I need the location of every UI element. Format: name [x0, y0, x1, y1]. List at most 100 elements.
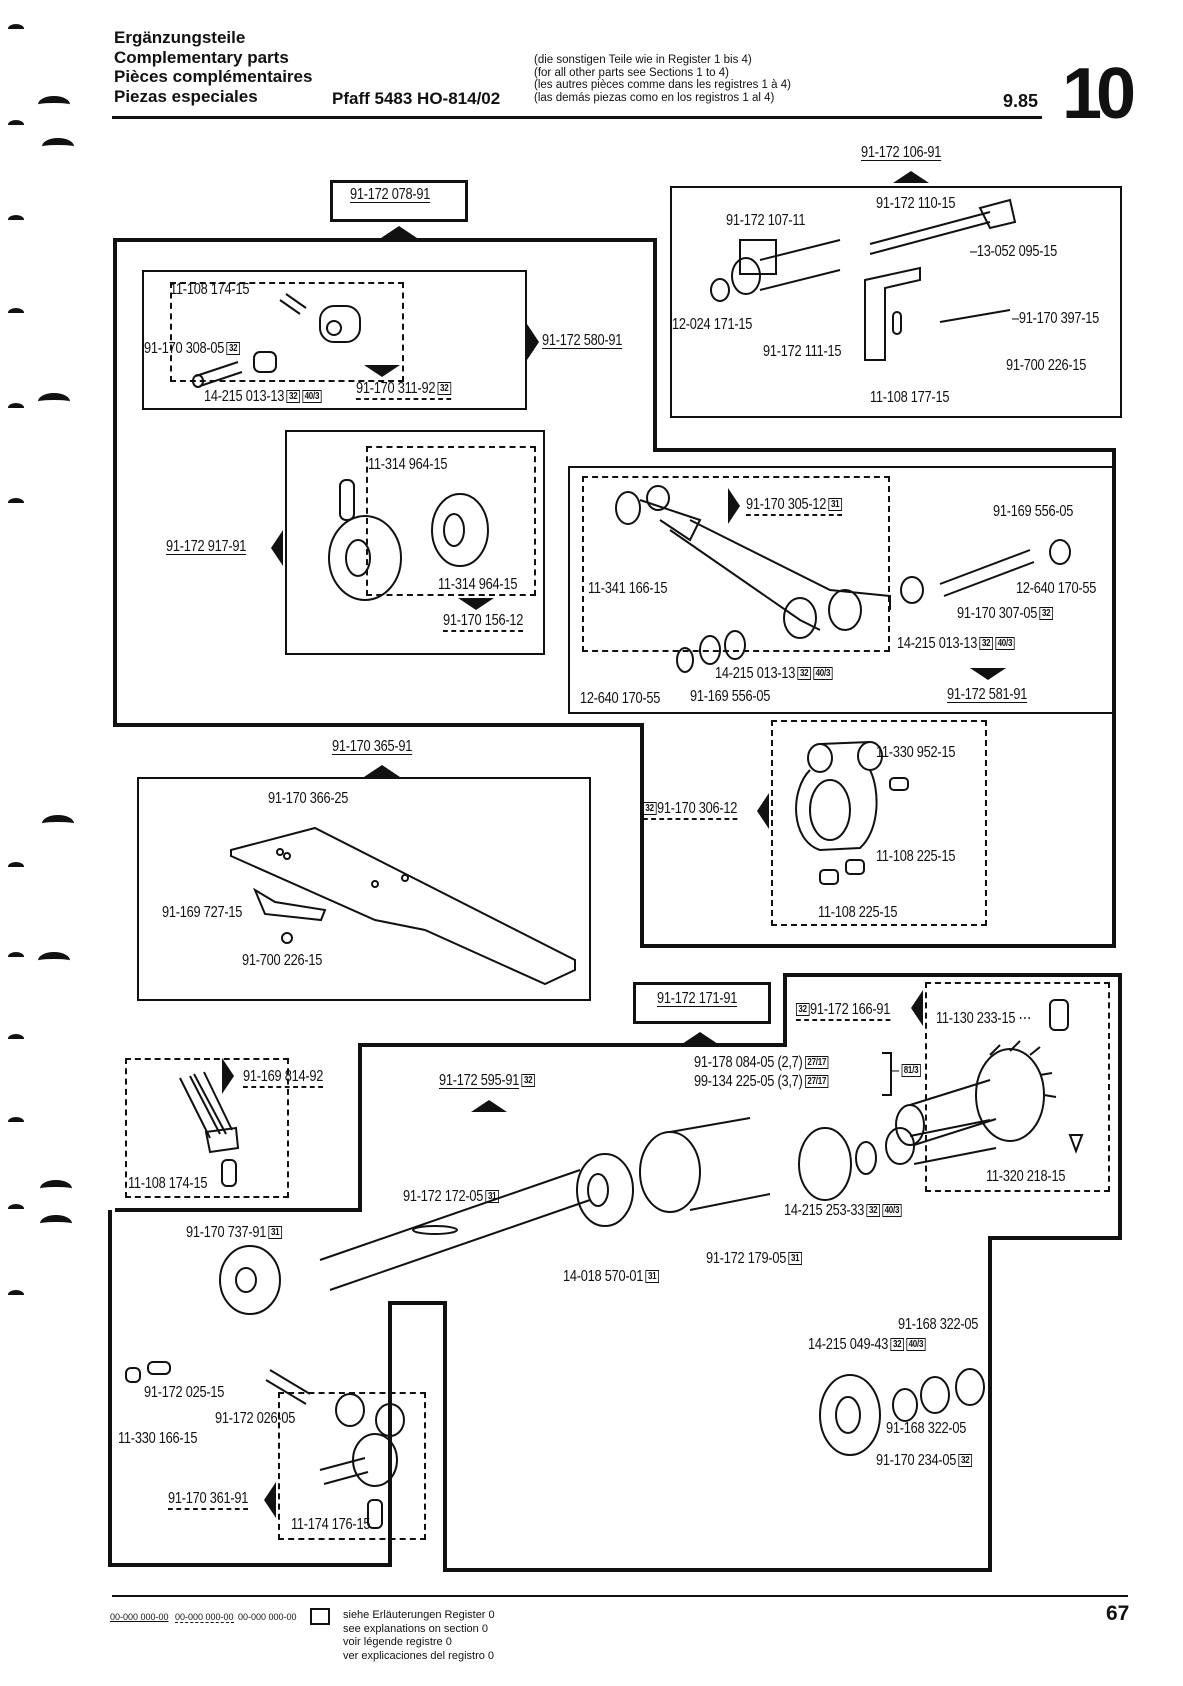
part-label[interactable]: –81/3 — [892, 1062, 921, 1080]
part-label[interactable]: 91-172 026-05 — [215, 1410, 296, 1427]
assembly-number[interactable]: 91-172 106-91 — [861, 144, 942, 161]
pointer-up-icon — [893, 171, 929, 183]
pointer-down-icon — [970, 668, 1006, 680]
assembly-number[interactable]: 91-170 365-91 — [332, 738, 413, 755]
part-label[interactable]: 11-174 176-15 — [291, 1516, 371, 1533]
note-fr: (les autres pièces comme dans les regist… — [534, 79, 791, 91]
register-badge: 32 — [437, 382, 451, 396]
assembly-number[interactable]: 91-170 156-12 — [443, 612, 523, 632]
note-de: (die sonstigen Teile wie in Register 1 b… — [534, 54, 752, 66]
register-badge: 40/3 — [302, 390, 322, 404]
binder-hole-mark — [8, 24, 24, 33]
register-badge: 40/3 — [995, 637, 1015, 651]
part-label[interactable]: 91-172 107-11 — [726, 212, 806, 229]
pointer-right-icon — [728, 488, 740, 524]
binder-hole-mark — [38, 952, 70, 969]
part-label[interactable]: 12-640 170-55 — [1016, 580, 1097, 597]
issue-date: 9.85 — [1003, 91, 1039, 111]
assembly-number[interactable]: 91-170 361-91 — [168, 1490, 248, 1510]
pointer-up-icon — [471, 1100, 507, 1112]
part-number: 14-018 570-01 — [563, 1268, 644, 1285]
part-label[interactable]: 11-108 174-15 — [128, 1175, 208, 1192]
footer-explanation: siehe Erläuterungen Register 0 see expla… — [343, 1609, 495, 1663]
part-label[interactable]: 11-320 218-15 — [986, 1168, 1066, 1185]
part-label[interactable]: –13-052 095-15 — [970, 243, 1058, 260]
part-label[interactable]: 12-640 170-55 — [580, 690, 661, 707]
binder-hole-mark — [8, 862, 24, 871]
binder-hole-mark — [8, 215, 24, 224]
subassembly-box — [670, 186, 1122, 418]
part-label[interactable]: 91-172 025-15 — [144, 1384, 225, 1401]
assembly-number[interactable]: 91-172 581-91 — [947, 686, 1028, 703]
register-badge: 81/3 — [901, 1064, 921, 1078]
part-label[interactable]: 11-108 225-15 — [876, 848, 956, 865]
assembly-number[interactable]: 91-172 078-91 — [350, 186, 431, 203]
binder-hole-mark — [8, 1290, 24, 1299]
register-badge: 31 — [485, 1190, 499, 1204]
kit-outline — [278, 1392, 426, 1540]
part-label[interactable]: 99-134 225-05 (3,7)27/17 — [694, 1073, 829, 1091]
part-label[interactable]: –91-170 397-15 — [1012, 310, 1100, 327]
part-label[interactable]: 11-314 964-15 — [438, 576, 518, 593]
part-label[interactable]: 91-168 322-05 — [886, 1420, 967, 1437]
legend-dashed-underline: 00-000 000-00 — [175, 1612, 234, 1623]
part-number: 13-052 095-15 — [976, 243, 1058, 260]
part-label[interactable]: 11-330 166-15 — [118, 1430, 198, 1447]
title-en: Complementary parts — [114, 47, 289, 67]
part-label[interactable]: 12-024 171-15 — [672, 316, 753, 333]
part-label[interactable]: 11-341 166-15 — [588, 580, 668, 597]
legend-solid-underline: 00-000 000-00 — [110, 1612, 169, 1622]
clamp-block-drawing — [279, 293, 361, 343]
register-badge: 32 — [1039, 607, 1053, 621]
part-label[interactable]: 91-169 727-15 — [162, 904, 243, 921]
binder-hole-mark — [40, 1215, 72, 1232]
part-label[interactable]: 91-168 322-05 — [898, 1316, 979, 1333]
assembly-label-box — [633, 982, 771, 1024]
part-label[interactable]: 91-700 226-15 — [1006, 357, 1087, 374]
pointer-down-icon — [364, 365, 400, 377]
part-label[interactable]: 91-178 084-05 (2,7)27/17 — [694, 1054, 829, 1072]
assembly-number[interactable]: 91-172 171-91 — [657, 990, 738, 1007]
part-label[interactable]: 11-108 174-15 — [170, 281, 250, 298]
kit-outline — [170, 282, 404, 382]
binder-hole-mark — [40, 1180, 72, 1197]
register-badge: 31 — [828, 498, 842, 512]
part-label[interactable]: 91-169 556-05 — [993, 503, 1074, 520]
assembly-number[interactable]: 91-172 580-91 — [542, 332, 623, 349]
part-label[interactable]: 11-330 952-15 — [876, 744, 956, 761]
part-number: 14-215 013-13 — [715, 665, 796, 682]
part-label[interactable]: 91-169 556-05 — [690, 688, 771, 705]
binder-hole-mark — [42, 138, 74, 155]
part-label[interactable]: 91-172 110-15 — [876, 195, 956, 212]
part-label[interactable]: 11-108 225-15 — [818, 904, 898, 921]
part-label[interactable]: 91-170 366-25 — [268, 790, 349, 807]
part-label[interactable]: 11-314 964-15 — [368, 456, 448, 473]
crank-lever-drawing — [125, 1361, 405, 1529]
part-label[interactable]: 91-700 226-15 — [242, 952, 323, 969]
part-number: 91-170 234-05 — [876, 1452, 957, 1469]
assembly-number[interactable]: 91-172 917-91 — [166, 538, 247, 555]
part-label[interactable]: 11-130 233-15 ⋯ — [936, 1010, 1032, 1027]
part-label[interactable]: 91-172 111-15 — [763, 343, 842, 360]
register-badge: 32 — [979, 637, 993, 651]
part-label[interactable]: 11-108 177-15 — [870, 389, 950, 406]
shaft-assembly-drawing — [219, 1117, 997, 1315]
assembly-number[interactable]: 91-169 814-92 — [243, 1068, 323, 1088]
